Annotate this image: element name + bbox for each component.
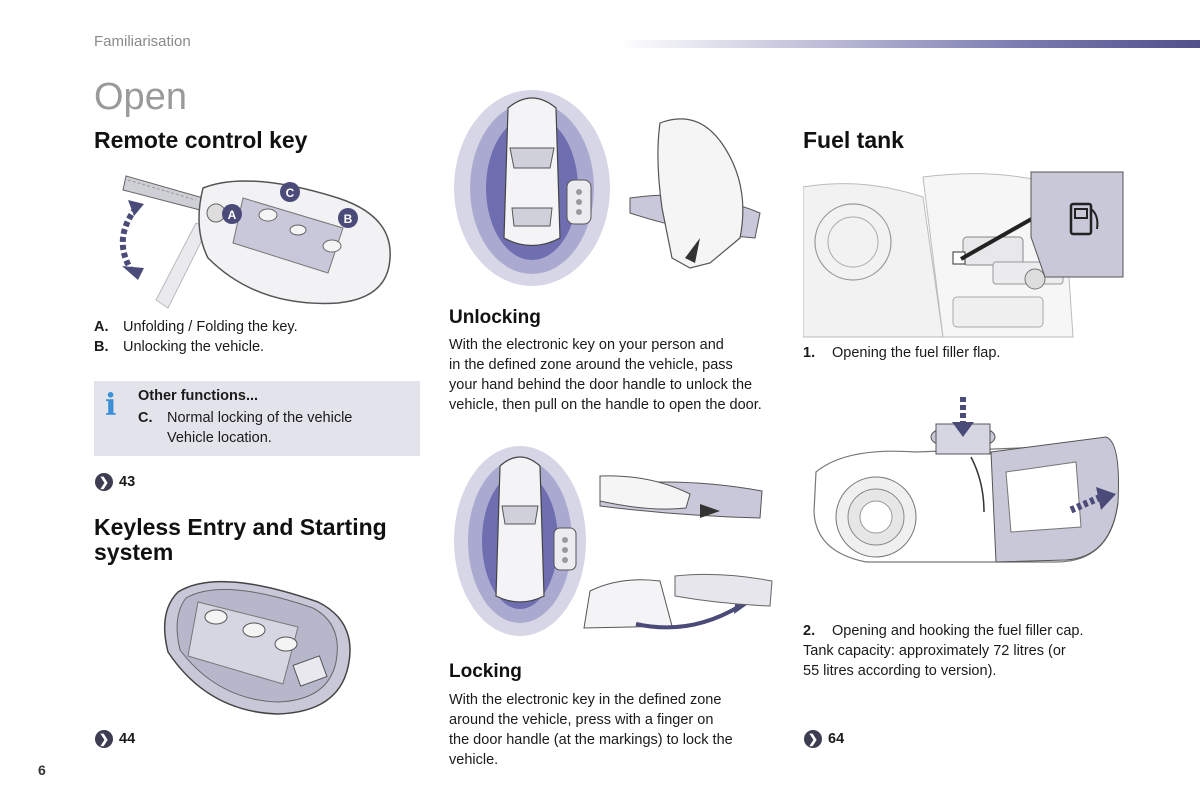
info-title: Other functions...: [138, 388, 259, 404]
page-reference-link[interactable]: ❯ 43: [95, 473, 135, 491]
info-item: C. Normal locking of the vehicle: [138, 408, 352, 428]
fuel-tank-heading: Fuel tank: [803, 127, 904, 153]
text-line: With the electronic key on your person a…: [449, 337, 724, 353]
tank-capacity-note: Tank capacity: approximately 72 litres (…: [803, 641, 1133, 681]
list-item-key: A.: [94, 319, 109, 335]
page-ref-number: 43: [119, 474, 136, 490]
header-gradient-bar: [620, 40, 1200, 48]
locking-description: With the electronic key in the defined z…: [449, 690, 789, 770]
text-line: in the defined zone around the vehicle, …: [449, 357, 733, 373]
text-line: vehicle, then pull on the handle to open…: [449, 397, 762, 413]
label-b: B: [344, 212, 353, 226]
keyless-heading-line2: system: [94, 539, 174, 565]
page-ref-number: 44: [119, 731, 136, 747]
keyless-heading: Keyless Entry and Starting system: [94, 515, 387, 565]
text-line: vehicle.: [449, 752, 499, 768]
label-a: A: [228, 208, 237, 222]
info-item-text: Normal locking of the vehicle: [167, 410, 353, 426]
list-item-text: Unfolding / Folding the key.: [123, 319, 298, 335]
text-line: 55 litres according to version).: [803, 663, 997, 679]
text-line: the door handle (at the markings) to loc…: [449, 732, 733, 748]
label-a-badge: [222, 204, 242, 224]
list-item: A. Unfolding / Folding the key.: [94, 317, 420, 337]
text-line: around the vehicle, press with a finger …: [449, 712, 714, 728]
fuel-flap-illustration: [803, 167, 1125, 339]
page-ref-icon: ❯: [95, 473, 113, 491]
label-c: C: [286, 186, 295, 200]
page-ref-number: 64: [828, 731, 845, 747]
page-ref-icon: ❯: [95, 730, 113, 748]
page-reference-link[interactable]: ❯ 64: [804, 730, 844, 748]
remote-key-illustration: A C B: [119, 175, 391, 309]
step-key: 2.: [803, 623, 816, 639]
label-c-badge: [280, 182, 300, 202]
page-number: 6: [38, 762, 46, 778]
info-box: i Other functions... C. Normal locking o…: [94, 381, 420, 456]
keyless-key-illustration: [163, 580, 351, 715]
info-item-key: C.: [138, 410, 153, 426]
info-item-text: Vehicle location.: [167, 430, 272, 446]
fuel-step-1: 1. Opening the fuel filler flap.: [803, 343, 1000, 363]
list-item-text: Unlocking the vehicle.: [123, 339, 265, 355]
remote-key-heading: Remote control key: [94, 127, 308, 153]
unlocking-description: With the electronic key on your person a…: [449, 335, 789, 415]
locking-heading: Locking: [449, 661, 522, 682]
page-reference-link[interactable]: ❯ 44: [95, 730, 135, 748]
text-line: your hand behind the door handle to unlo…: [449, 377, 753, 393]
label-b-badge: [338, 208, 358, 228]
step-text: Opening the fuel filler flap.: [832, 345, 1001, 361]
section-label: Familiarisation: [94, 33, 191, 50]
info-icon: i: [105, 388, 117, 423]
step-key: 1.: [803, 345, 816, 361]
fuel-step-2: 2. Opening and hooking the fuel filler c…: [803, 621, 1084, 641]
fuel-cap-illustration: [813, 397, 1119, 563]
keyless-heading-line1: Keyless Entry and Starting: [94, 514, 387, 540]
unlocking-heading: Unlocking: [449, 307, 541, 328]
unlocking-illustration: [454, 90, 761, 286]
step-text: Opening and hooking the fuel filler cap.: [832, 623, 1084, 639]
text-line: With the electronic key in the defined z…: [449, 692, 722, 708]
page-title: Open: [94, 76, 187, 118]
remote-key-list: A. Unfolding / Folding the key. B. Unloc…: [94, 317, 420, 357]
locking-illustration: [454, 446, 773, 636]
page-ref-icon: ❯: [804, 730, 822, 748]
info-item-line2: Vehicle location.: [167, 428, 272, 448]
text-line: Tank capacity: approximately 72 litres (…: [803, 643, 1066, 659]
list-item-key: B.: [94, 339, 109, 355]
list-item: B. Unlocking the vehicle.: [94, 337, 420, 357]
